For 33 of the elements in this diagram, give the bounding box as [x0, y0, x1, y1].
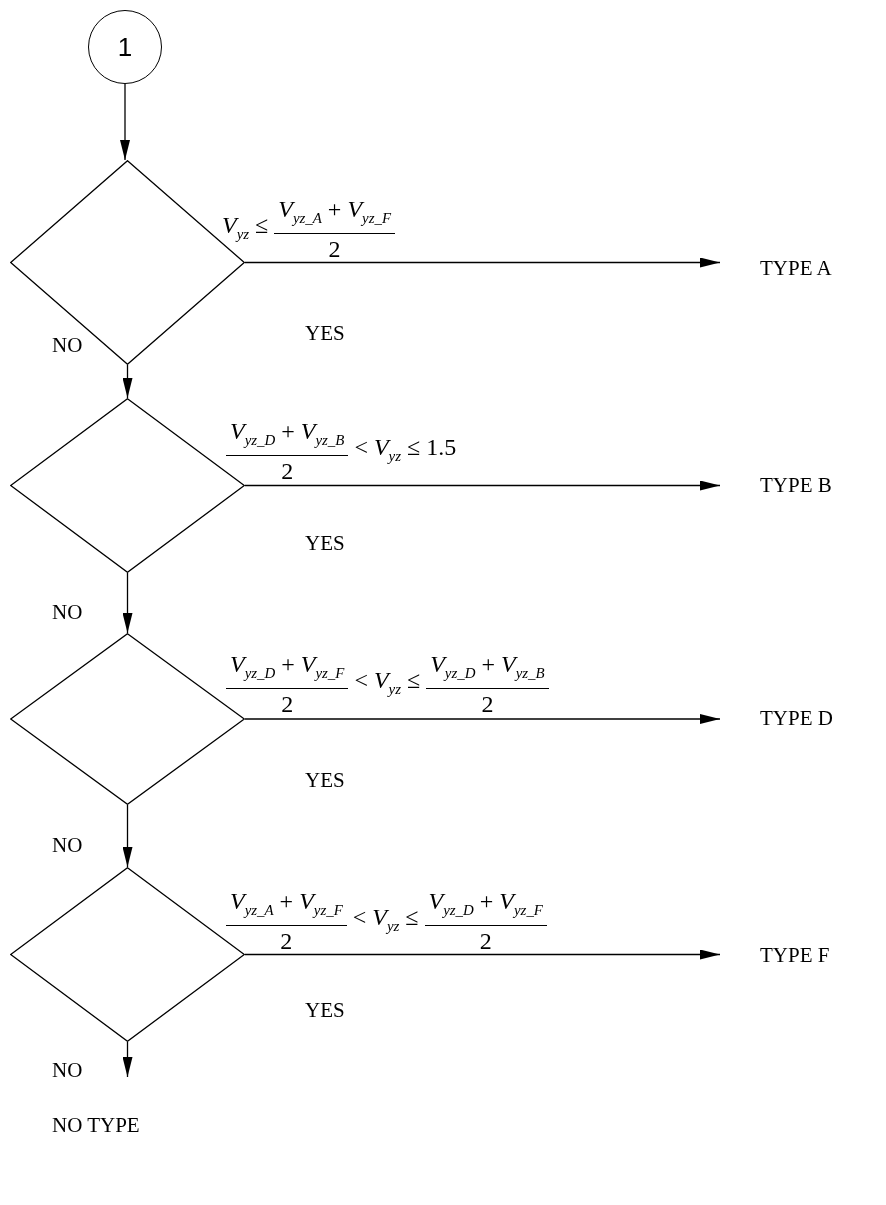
outcome-label: TYPE D	[720, 700, 833, 736]
arrow	[122, 364, 133, 399]
decision-diamond	[10, 633, 245, 805]
formula-denominator: 2	[281, 689, 294, 717]
arrow	[122, 572, 133, 634]
arrow	[244, 480, 721, 491]
formula-text: V$_{yz}$ ≤	[222, 211, 269, 244]
formula-numerator: V$_{yz_A}$ + V$_{yz_F}$	[274, 196, 395, 234]
decision-diamond	[10, 398, 245, 573]
formula-numerator: V$_{yz_D}$ + V$_{yz_F}$	[424, 888, 547, 926]
formula-denominator: 2	[281, 456, 294, 484]
formula-numerator: V$_{yz_D}$ + V$_{yz_B}$	[426, 651, 549, 689]
arrow	[244, 949, 721, 960]
outcome-label: TYPE A	[720, 250, 832, 286]
outcome-label: TYPE F	[720, 937, 830, 973]
connector-number: 1	[117, 31, 133, 63]
outcome-label: TYPE B	[720, 467, 832, 503]
formula-text: < V$_{yz}$ ≤ 1.5	[354, 433, 457, 466]
formula-denominator: 2	[479, 926, 492, 954]
arrow	[122, 1041, 133, 1078]
arrow	[120, 83, 130, 161]
decision-diamond	[10, 867, 245, 1042]
formula-denominator: 2	[328, 234, 341, 262]
arrow	[122, 804, 133, 868]
formula-denominator: 2	[280, 926, 293, 954]
formula-text: < V$_{yz}$ ≤	[352, 903, 419, 936]
formula-text: < V$_{yz}$ ≤	[354, 666, 421, 699]
formula-numerator: V$_{yz_A}$ + V$_{yz_F}$	[226, 888, 347, 926]
formula-numerator: V$_{yz_D}$ + V$_{yz_F}$	[226, 651, 349, 689]
formula-denominator: 2	[481, 689, 494, 717]
formula-numerator: V$_{yz_D}$ + V$_{yz_B}$	[226, 418, 349, 456]
arrow	[244, 257, 721, 268]
arrow	[244, 714, 721, 724]
